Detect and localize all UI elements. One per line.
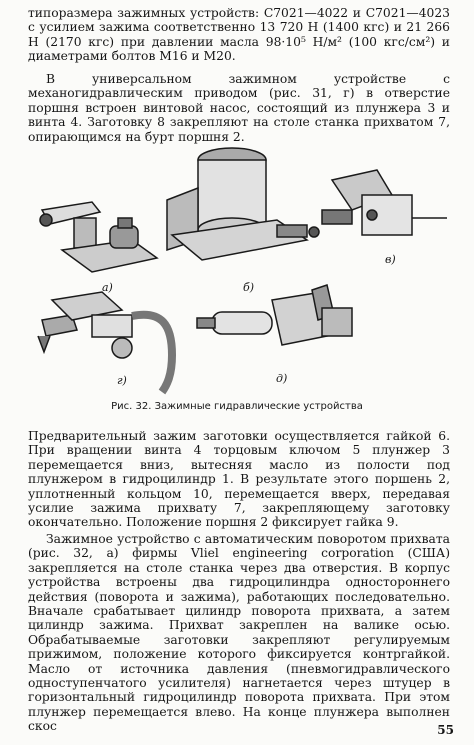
figure-label-d: д) xyxy=(276,372,288,385)
paragraph-mechanohydraulic: В универсальном зажимном устройстве с ме… xyxy=(28,72,450,144)
toggle-clamp-drawing xyxy=(321,169,447,236)
hydraulic-clamp-hose-drawing xyxy=(37,291,177,395)
page-number: 55 xyxy=(437,723,454,737)
paragraph-intro: типоразмера зажимных устройств: С7021—40… xyxy=(28,6,450,64)
push-clamp-drawing xyxy=(196,284,353,346)
figure-label-b: б) xyxy=(243,281,255,294)
figure-32-illustration xyxy=(37,147,447,395)
swing-clamp-drawing xyxy=(39,201,159,273)
paragraph-preliminary-clamp: Предварительный зажим заготовки осуществ… xyxy=(28,429,450,530)
figure-label-v: в) xyxy=(385,253,396,266)
figure-label-a: а) xyxy=(102,281,113,294)
figure-label-g: г) xyxy=(117,374,127,387)
figure-caption: Рис. 32. Зажимные гидравлические устройс… xyxy=(111,401,363,412)
paragraph-auto-rotation: Зажимное устройство с автоматическим пов… xyxy=(28,532,450,734)
block-cylinder-drawing xyxy=(166,147,320,261)
